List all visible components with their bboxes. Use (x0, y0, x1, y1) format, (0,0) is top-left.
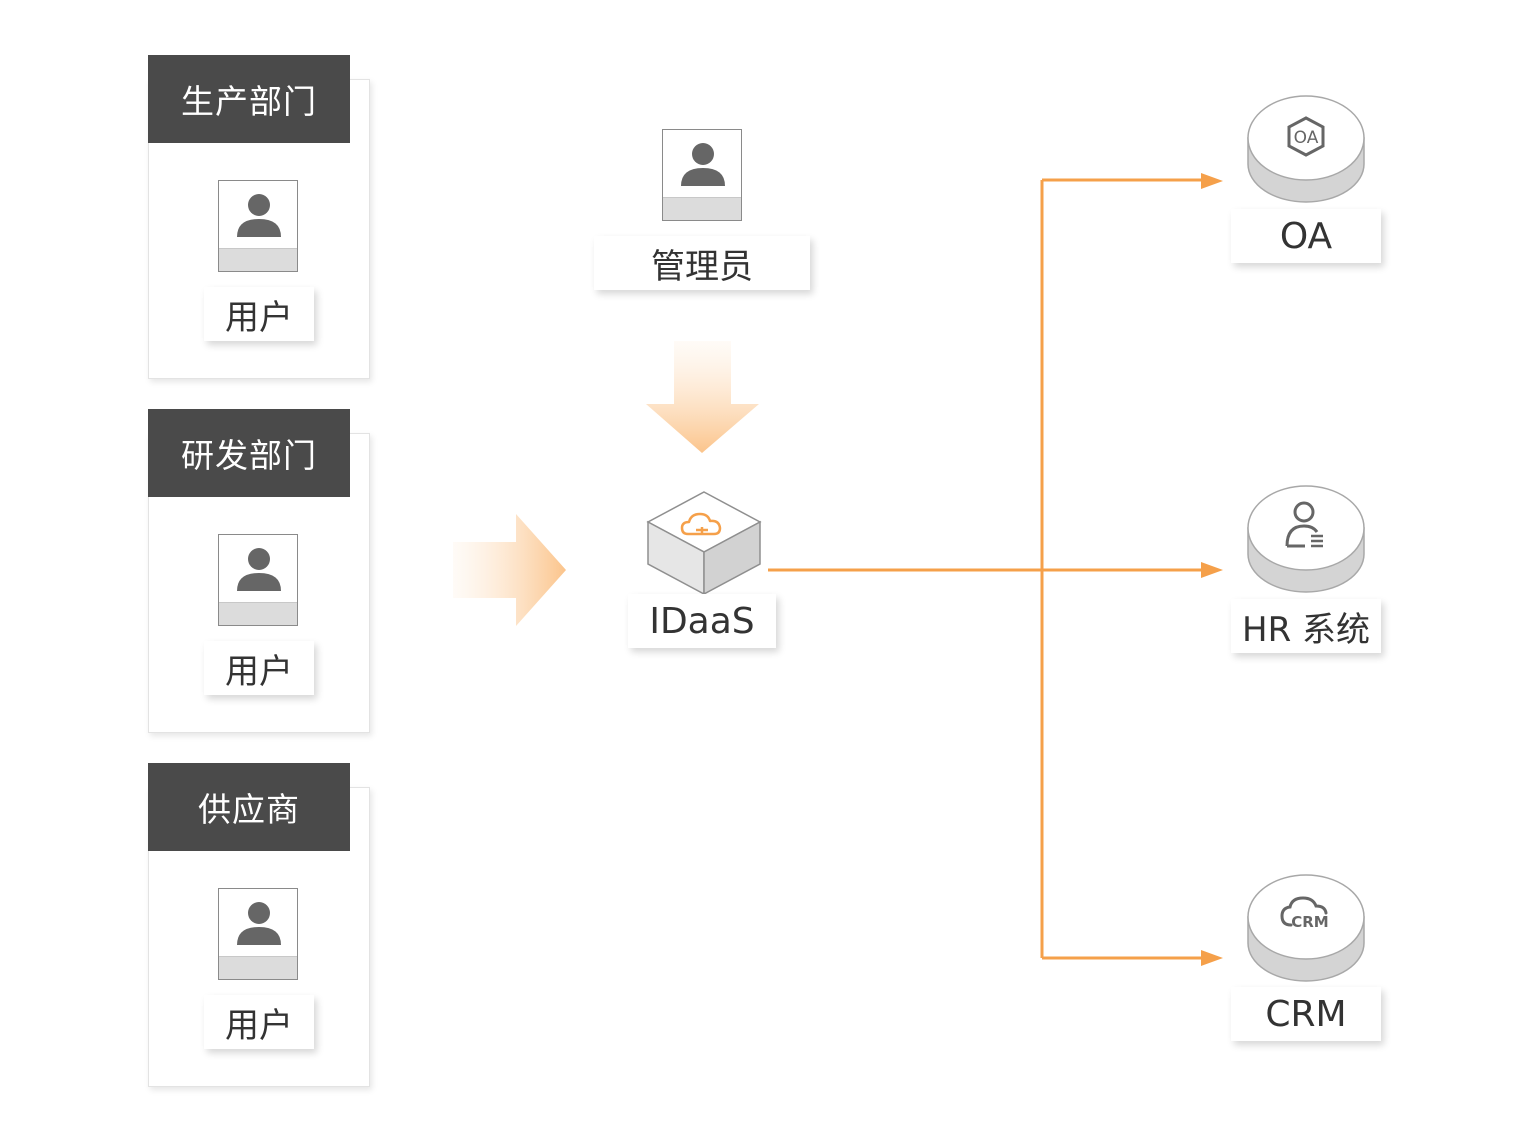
user-label: 用户 (204, 995, 314, 1049)
idaas-cube-icon (646, 491, 762, 596)
crm-cylinder-icon: CRM (1247, 874, 1365, 982)
department-title: 研发部门 (148, 409, 350, 497)
department-title: 供应商 (148, 763, 350, 851)
department-supplier: 供应商 用户 (148, 763, 370, 1093)
hr-cylinder-icon (1247, 485, 1365, 593)
user-avatar-icon (218, 180, 298, 272)
arrowhead-hr (1201, 562, 1223, 578)
user-label: 用户 (204, 287, 314, 341)
app-label-hr: HR 系统 (1231, 599, 1381, 653)
arrowhead-oa (1201, 173, 1223, 189)
admin-label: 管理员 (594, 236, 810, 290)
idaas-label: IDaaS (628, 594, 776, 648)
department-rnd: 研发部门 用户 (148, 409, 370, 739)
department-title: 生产部门 (148, 55, 350, 143)
department-production: 生产部门 用户 (148, 55, 370, 385)
user-avatar-icon (218, 888, 298, 980)
oa-cylinder-icon: OA (1247, 95, 1365, 203)
oa-icon-text: OA (1294, 128, 1319, 148)
flow-arrow-down (646, 341, 759, 453)
app-label-oa: OA (1231, 209, 1381, 263)
crm-icon-text: CRM (1291, 913, 1329, 931)
user-label: 用户 (204, 641, 314, 695)
arrowhead-crm (1201, 950, 1223, 966)
user-avatar-icon (218, 534, 298, 626)
app-label-crm: CRM (1231, 987, 1381, 1041)
flow-arrow-right (453, 514, 566, 626)
admin-avatar-icon (662, 129, 742, 221)
